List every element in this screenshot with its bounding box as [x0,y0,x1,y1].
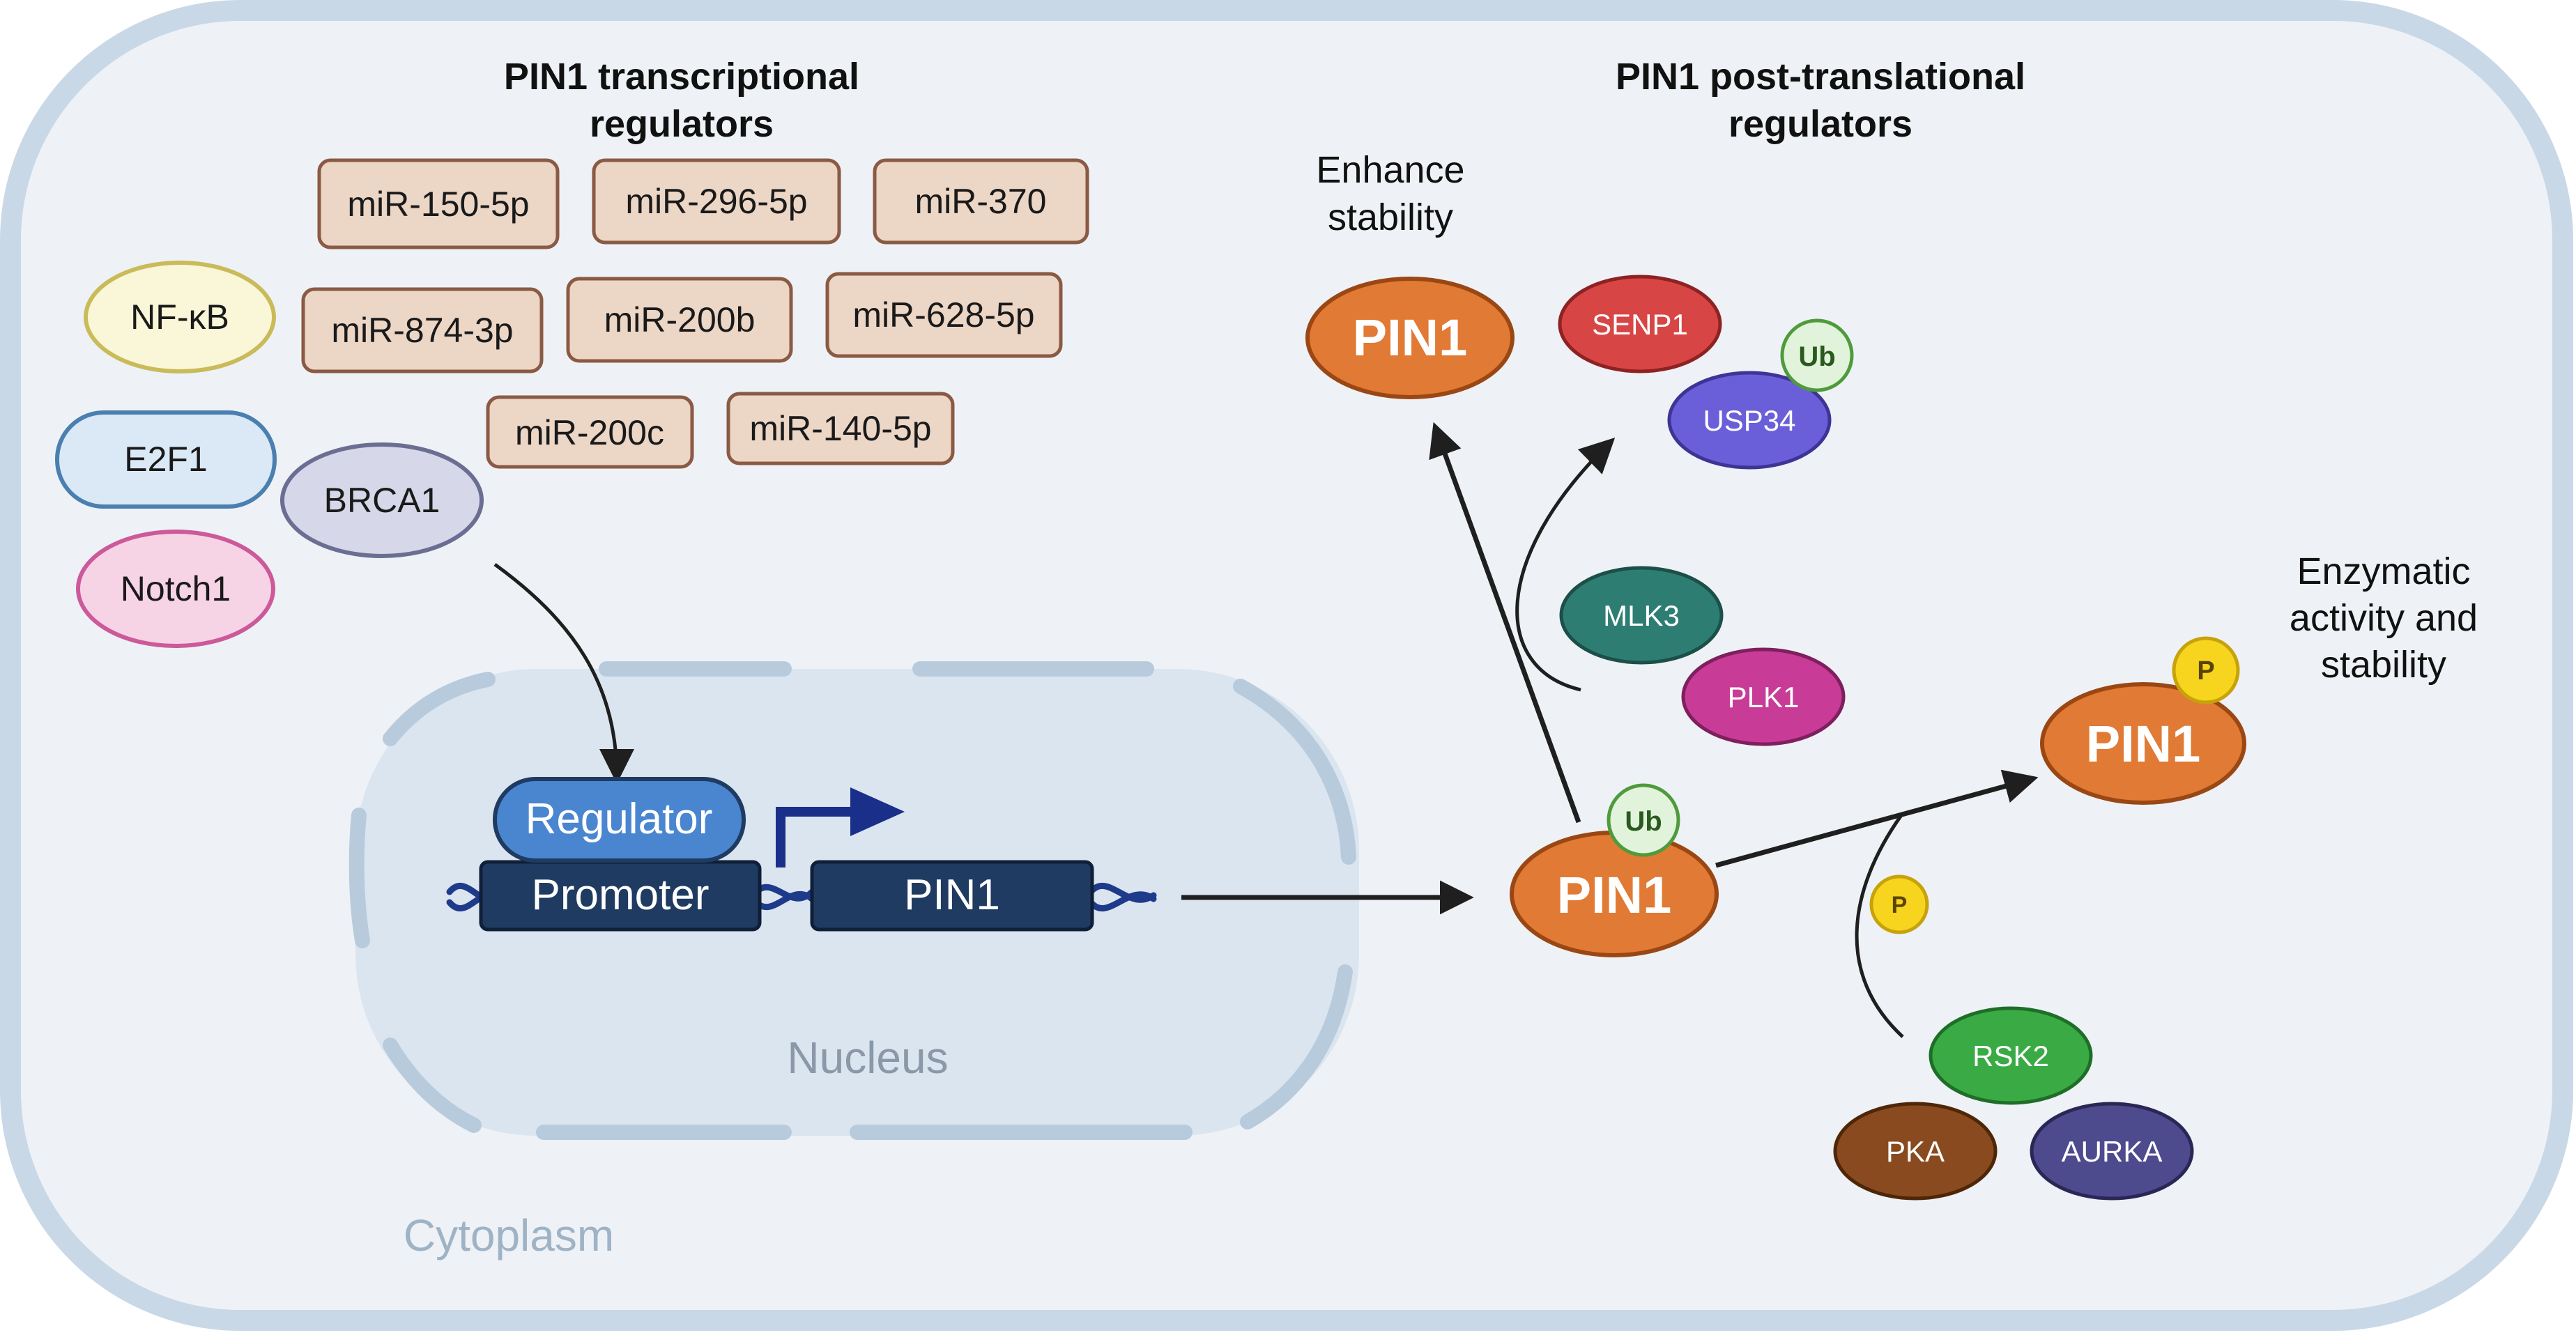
arrow-regulators-to-promoter [493,562,634,784]
arrow-to-enhance-stability [1429,422,1581,824]
protein-plk1-label: PLK1 [1728,681,1800,714]
tf-notch1: Notch1 [76,530,275,648]
protein-usp34: USP34 [1667,371,1832,470]
protein-senp1: SENP1 [1558,275,1722,373]
pin1-top-label: PIN1 [1353,309,1468,367]
p-badge-branch: P [1869,874,1929,934]
protein-senp1-label: SENP1 [1592,308,1688,341]
protein-mlk3-label: MLK3 [1603,599,1680,632]
mirna-label-8: miR-140-5p [749,409,931,448]
enzymatic-line1: Enzymatic [2297,550,2470,592]
pin1-top: PIN1 [1305,277,1515,399]
enhance-stability-line1: Enhance [1316,149,1464,191]
heading-transcriptional-line2: regulators [590,103,774,145]
label-enzymatic: Enzymatic activity and stability [2290,550,2478,686]
protein-aurka: AURKA [2030,1102,2194,1201]
protein-rsk2: RSK2 [1929,1006,2093,1105]
pin1-phosphorylated-label: PIN1 [2086,715,2201,773]
mirna-label-1: miR-150-5p [347,185,529,224]
transcription-factors: NF-κB E2F1 BRCA1 Notch1 [55,261,484,648]
mirna-label-5: miR-200b [604,300,756,339]
mirna-box-8: miR-140-5p [726,392,955,465]
arrow-to-phosphorylated-pin1 [1715,769,2039,868]
modification-badges: Ub Ub P P [1607,318,2240,934]
tf-notch1-label: Notch1 [121,569,231,608]
tf-e2f1: E2F1 [55,410,277,509]
mirna-box-4: miR-874-3p [301,287,544,373]
heading-transcriptional: PIN1 transcriptional regulators [504,56,859,145]
tf-brca1: BRCA1 [280,442,484,558]
heading-post-translational-line2: regulators [1728,103,1912,145]
mirna-boxes: miR-150-5p miR-296-5p miR-370 miR-874-3p… [301,158,1089,469]
enhance-stability-line2: stability [1328,196,1453,238]
pin1-center: PIN1 [1510,831,1719,957]
heading-post-translational-line1: PIN1 post-translational [1616,56,2025,98]
arrow-kinase-branch [1855,814,1904,1038]
p-badge-pin1-label: P [2197,656,2214,686]
promoter-block: Promoter [479,860,762,932]
tf-nfkb-label: NF-κB [130,298,229,337]
ub-badge-usp34-label: Ub [1798,341,1835,372]
ub-badge-pin1: Ub [1607,783,1680,857]
ub-badge-usp34: Ub [1780,318,1854,392]
heading-transcriptional-line1: PIN1 transcriptional [504,56,859,98]
heading-post-translational: PIN1 post-translational regulators [1616,56,2025,145]
label-enhance-stability: Enhance stability [1316,149,1464,238]
protein-pka: PKA [1833,1102,1998,1201]
mirna-box-2: miR-296-5p [592,158,841,245]
mirna-label-4: miR-874-3p [331,311,513,350]
mirna-box-1: miR-150-5p [317,158,560,249]
p-badge-pin1: P [2172,636,2240,704]
mirna-label-3: miR-370 [915,182,1047,221]
protein-aurka-label: AURKA [2062,1135,2163,1168]
tf-nfkb: NF-κB [84,261,276,373]
gene-pin1-label: PIN1 [904,871,1000,919]
pin1-center-label: PIN1 [1557,866,1672,924]
mirna-label-2: miR-296-5p [625,182,807,221]
tf-brca1-label: BRCA1 [324,481,440,520]
p-badge-branch-label: P [1892,892,1908,918]
pin1-phosphorylated: PIN1 [2040,682,2246,805]
mirna-box-6: miR-628-5p [825,272,1063,358]
regulator-label: Regulator [526,795,713,843]
ub-badge-pin1-label: Ub [1625,806,1662,837]
mirna-label-6: miR-628-5p [852,295,1034,334]
enzymatic-line3: stability [2321,644,2446,686]
flow-arrows [1181,422,2039,1038]
mirna-box-7: miR-200c [486,395,694,469]
nucleus-label: Nucleus [787,1033,948,1083]
protein-pka-label: PKA [1886,1135,1945,1168]
protein-rsk2-label: RSK2 [1972,1040,2049,1072]
cytoplasm-label: Cytoplasm [404,1210,614,1260]
mirna-box-5: miR-200b [566,277,793,363]
arrow-to-senp1 [1515,438,1616,692]
protein-plk1: PLK1 [1681,647,1846,746]
mirna-box-3: miR-370 [873,158,1089,245]
tf-e2f1-label: E2F1 [124,440,208,479]
mirna-label-7: miR-200c [515,413,664,452]
protein-mlk3: MLK3 [1559,566,1724,665]
protein-usp34-label: USP34 [1703,404,1795,437]
regulator-block: Regulator [493,777,746,863]
regulator-proteins: SENP1 USP34 MLK3 PLK1 RSK2 PKA AURKA [1558,275,2194,1201]
gene-pin1-block: PIN1 [810,860,1094,932]
transcription-start-arrow [776,787,905,867]
enzymatic-line2: activity and [2290,597,2478,639]
promoter-label: Promoter [532,871,710,919]
